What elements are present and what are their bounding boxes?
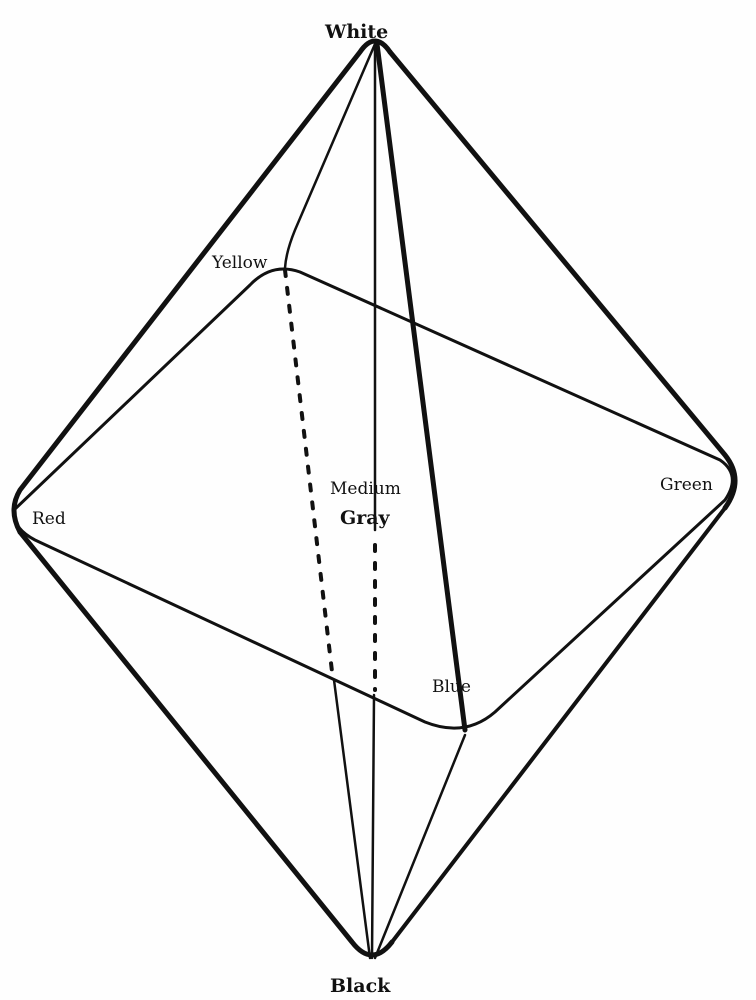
label-blue: Blue [432,677,471,697]
edge-white-yellow [283,42,377,270]
label-white: White [324,21,388,43]
label-black: Black [330,975,391,997]
gray-axis-lower [370,693,376,960]
label-red: Red [32,509,66,529]
edge-white-green [387,49,738,511]
edge-red-black [17,529,395,958]
edge-white-blue [374,41,468,733]
edge-yellow-black [332,678,372,960]
label-yellow: Yellow [211,253,268,273]
label-green: Green [660,475,713,495]
edge-blue-black [373,733,467,960]
label-gray: Gray [340,507,391,529]
label-medium: Medium [330,479,401,499]
edge-green-black [390,506,727,944]
edge-yellow-black-hidden [283,268,335,682]
equator [12,267,734,730]
